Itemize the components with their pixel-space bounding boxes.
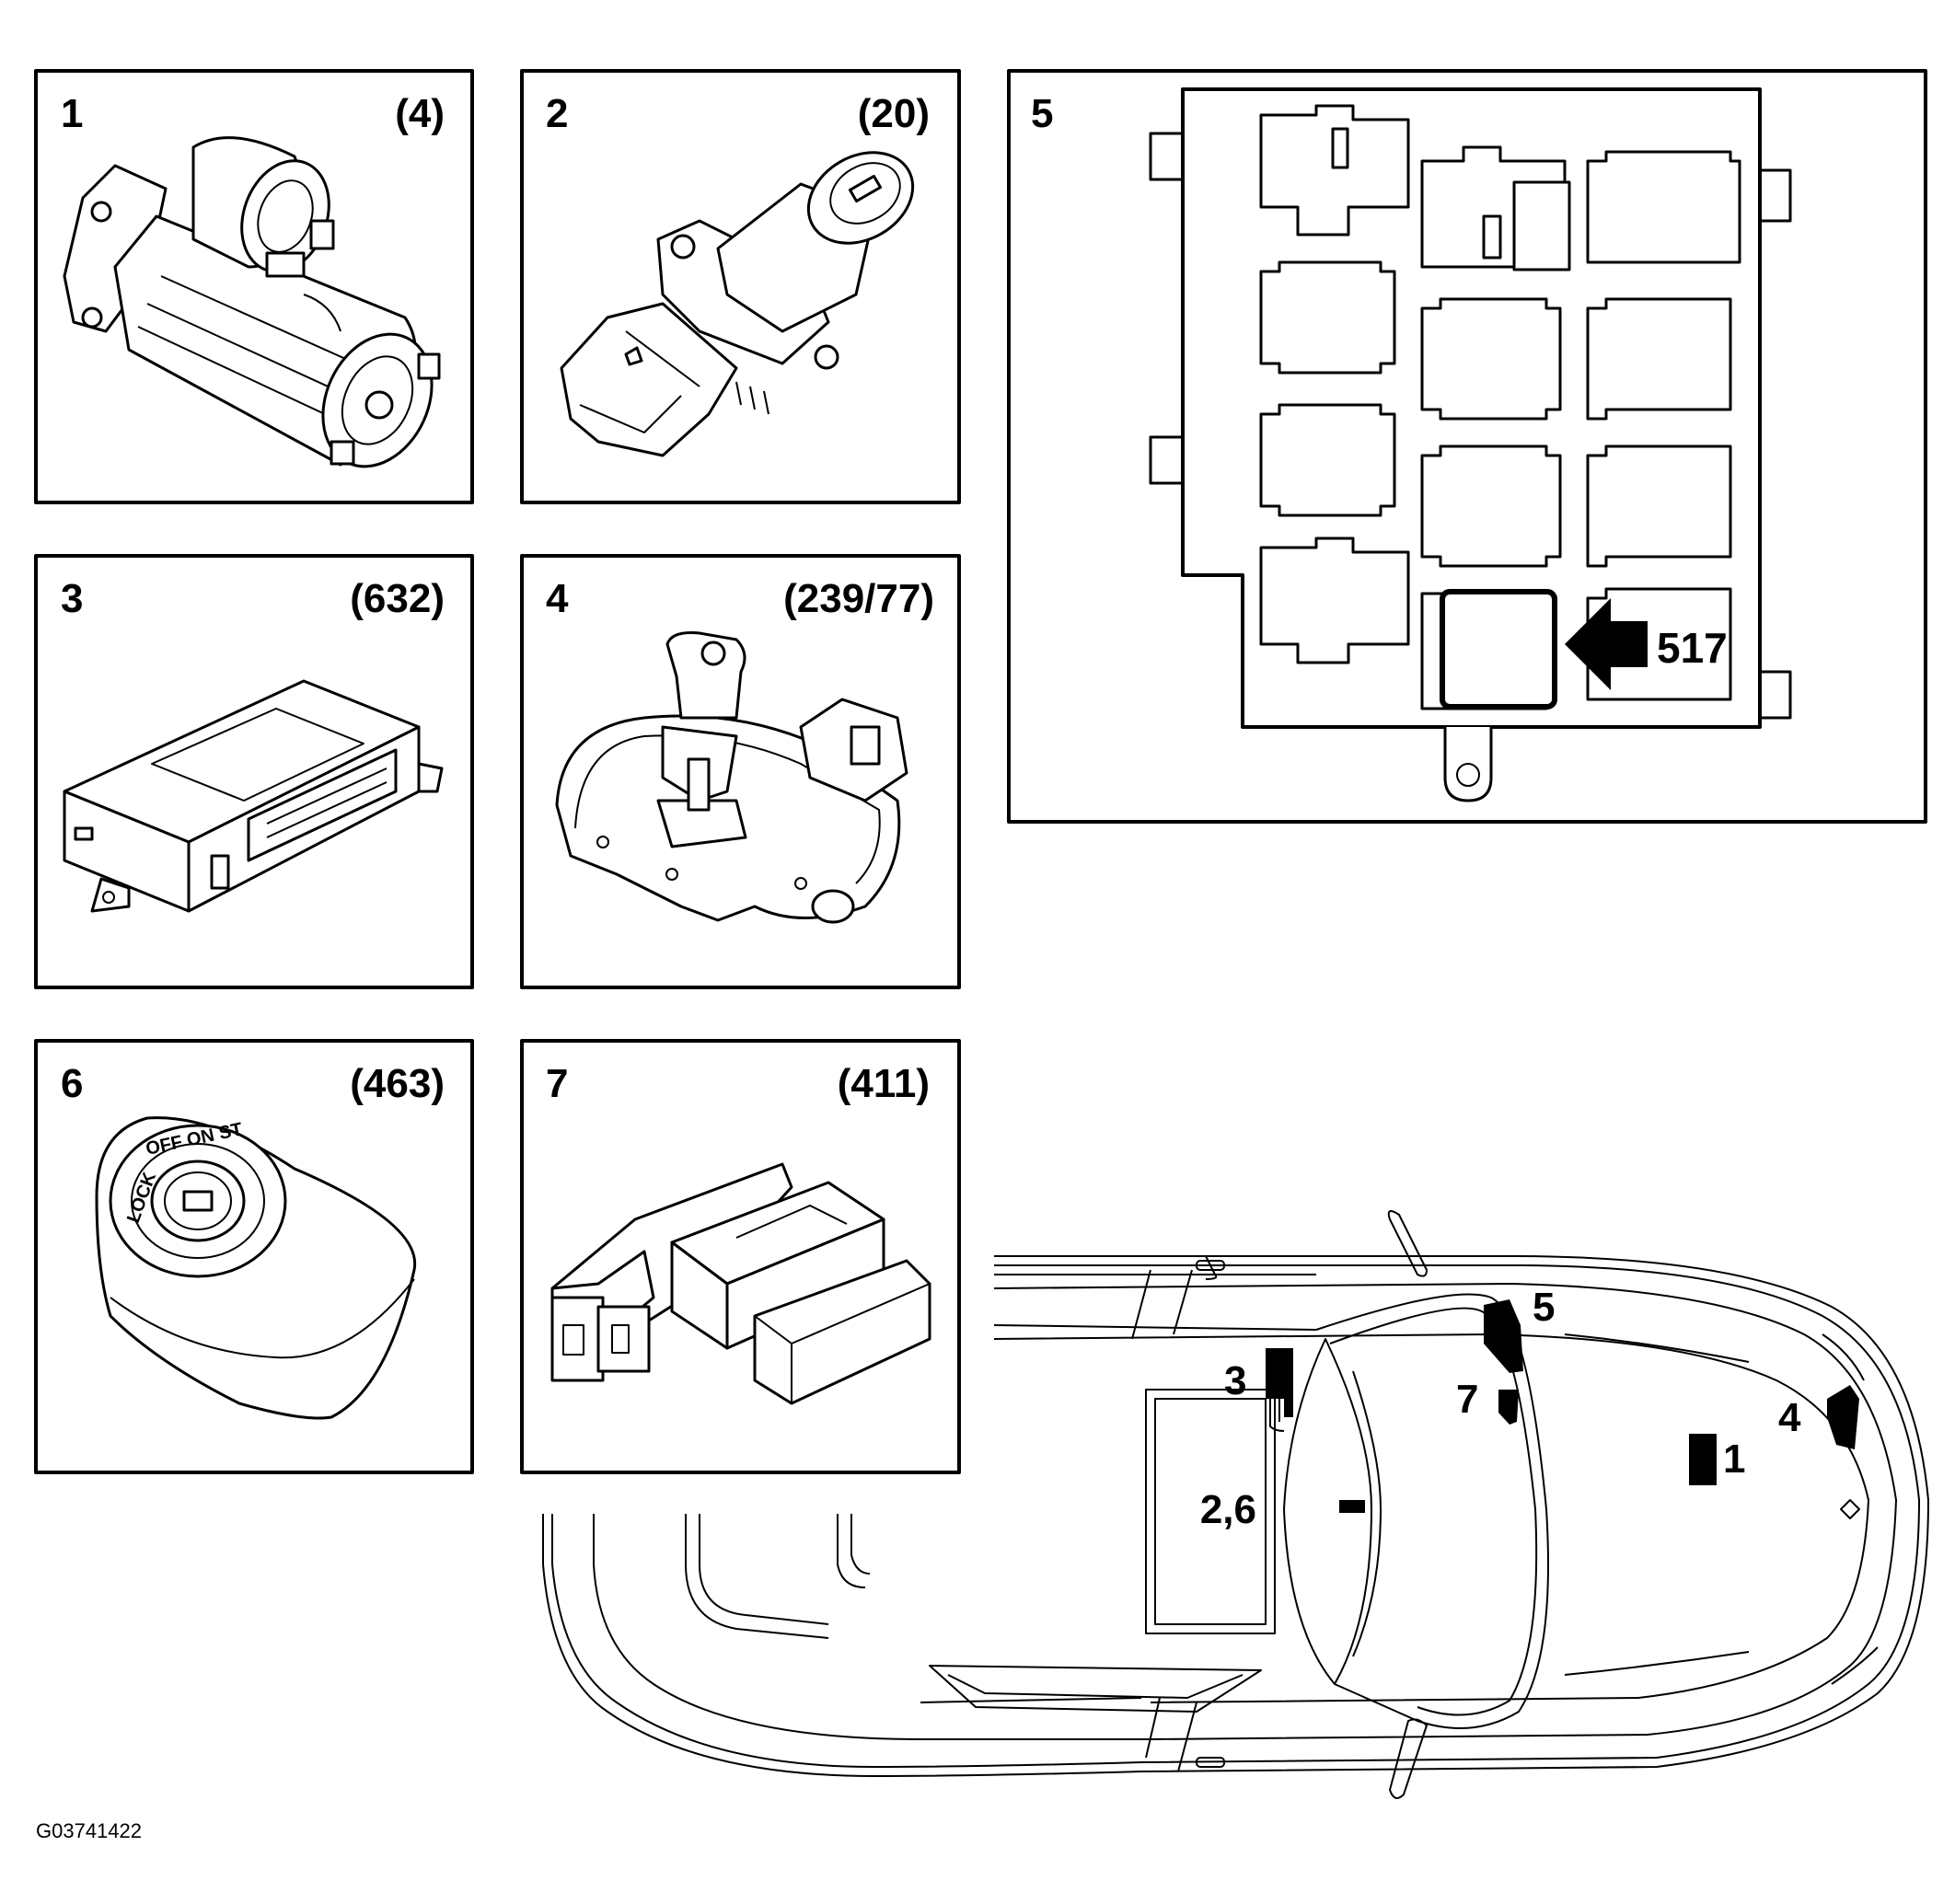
ignition-switch-illustration: LOCK OFF ON ST: [95, 1116, 417, 1420]
panel-1-ref: (4): [395, 91, 445, 136]
panel-6-ref: (463): [350, 1061, 445, 1106]
vehicle-outline: [542, 1210, 1929, 1799]
panel-5-frame: [1007, 69, 1927, 824]
panel-7-module: 7 (411): [520, 1039, 961, 1474]
panel-3-number: 3: [61, 576, 83, 621]
panel-1-number: 1: [61, 91, 83, 136]
marker-3: [1266, 1348, 1293, 1417]
panel-5-number: 5: [1031, 91, 1053, 136]
panel-3-control-module: 3 (632): [34, 554, 474, 989]
starter-motor-illustration: [63, 136, 441, 468]
panel-2-ref: (20): [858, 91, 930, 136]
marker-5: [1484, 1299, 1523, 1373]
marker-1: [1689, 1434, 1717, 1485]
panel-5-relay-box: 5: [1007, 69, 1927, 824]
callout-5: 5: [1533, 1285, 1555, 1330]
panel-6-frame: [34, 1039, 474, 1474]
steering-lock-illustration: [560, 151, 915, 457]
position-switch-illustration: [555, 631, 908, 924]
panel-3-frame: [34, 554, 474, 989]
callout-7: 7: [1456, 1377, 1478, 1422]
panel-7-ref: (411): [838, 1061, 930, 1106]
callout-4: 4: [1778, 1395, 1801, 1440]
panel-3-ref: (632): [350, 576, 445, 621]
panel-2-number: 2: [546, 91, 568, 136]
vehicle-callouts: 3 2,6 5 7 1 4: [1200, 1285, 1801, 1532]
relay-517-label: 517: [1657, 624, 1728, 672]
figure-id: G03741422: [36, 1819, 142, 1842]
panel-1-starter-motor: 1 (4): [34, 69, 474, 504]
panel-2-frame: [520, 69, 961, 504]
panel-7-frame: [520, 1039, 961, 1474]
marker-2-6: [1339, 1500, 1365, 1513]
panel-4-number: 4: [546, 576, 569, 621]
location-markers: [1266, 1299, 1859, 1513]
relay-box-illustration: 517: [1149, 87, 1792, 802]
marker-4: [1827, 1385, 1859, 1449]
panel-6-number: 6: [61, 1061, 83, 1106]
module-illustration: [550, 1162, 931, 1405]
callout-3: 3: [1224, 1358, 1246, 1403]
panel-1-frame: [34, 69, 474, 504]
callout-2-6: 2,6: [1200, 1487, 1256, 1532]
panel-2-steering-lock: 2 (20): [520, 69, 961, 504]
panel-4-ref: (239/77): [783, 576, 934, 621]
callout-1: 1: [1723, 1437, 1745, 1482]
panel-7-number: 7: [546, 1061, 568, 1106]
control-module-illustration: [63, 679, 444, 913]
marker-7: [1498, 1390, 1519, 1425]
panel-4-position-switch: 4 (239/77): [520, 554, 961, 989]
vehicle-location-diagram: 3 2,6 5 7 1 4: [542, 1210, 1929, 1799]
panel-6-ignition-switch: 6 (463) LOCK OFF ON ST: [34, 1039, 474, 1474]
panel-4-frame: [520, 554, 961, 989]
